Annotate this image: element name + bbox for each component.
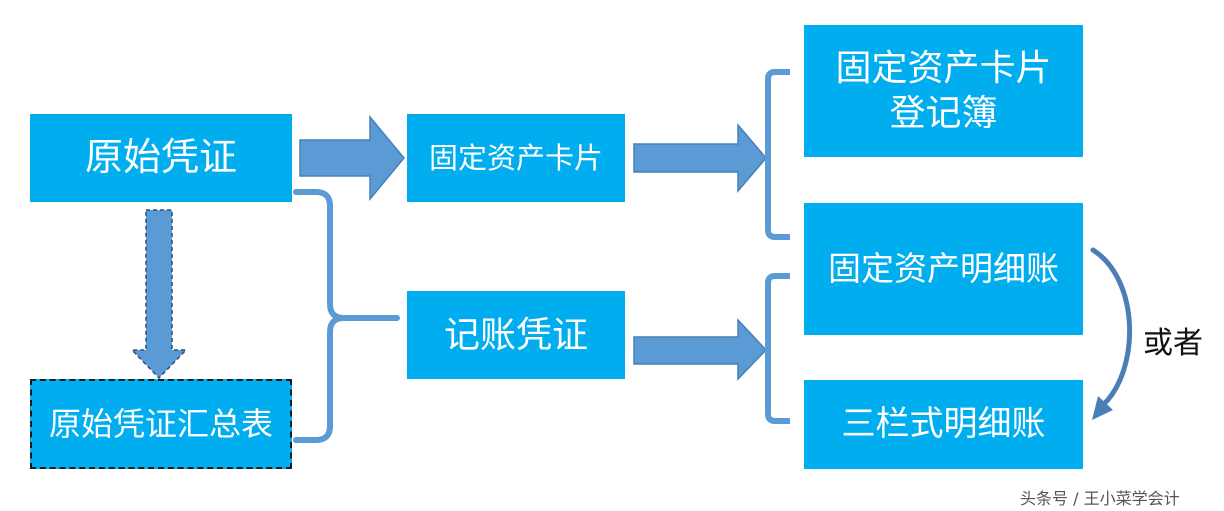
bracket-jizhang-outputs bbox=[765, 273, 790, 424]
brace-sources-to-jizhang bbox=[293, 189, 400, 443]
arrow-yuanshi-to-huizong bbox=[130, 209, 188, 380]
arrow-yuanshi-to-kapian bbox=[299, 114, 405, 202]
node-sanlanshi-mingxizhang: 三栏式明细账 bbox=[804, 380, 1083, 469]
node-guding-zichan-mingxizhang: 固定资产明细账 bbox=[804, 203, 1083, 335]
arrow-kapian-to-register bbox=[633, 122, 767, 194]
watermark: 头条号 / 王小菜学会计 bbox=[1020, 489, 1180, 508]
or-curved-arrow bbox=[1090, 247, 1133, 408]
or-label: 或者 bbox=[1143, 326, 1203, 361]
node-yuanshi-huizong-biao: 原始凭证汇总表 bbox=[30, 379, 292, 469]
node-guding-zichan-kapian: 固定资产卡片 bbox=[407, 114, 625, 202]
or-arrow-head bbox=[1092, 396, 1113, 420]
node-jizhang-pingzheng: 记账凭证 bbox=[407, 291, 625, 379]
bracket-kapian-outputs bbox=[765, 69, 790, 240]
node-yuanshi-pingzheng: 原始凭证 bbox=[30, 114, 292, 202]
node-kapian-dengjibu: 固定资产卡片 登记簿 bbox=[804, 25, 1083, 157]
arrow-jizhang-to-ledgers bbox=[633, 318, 768, 381]
